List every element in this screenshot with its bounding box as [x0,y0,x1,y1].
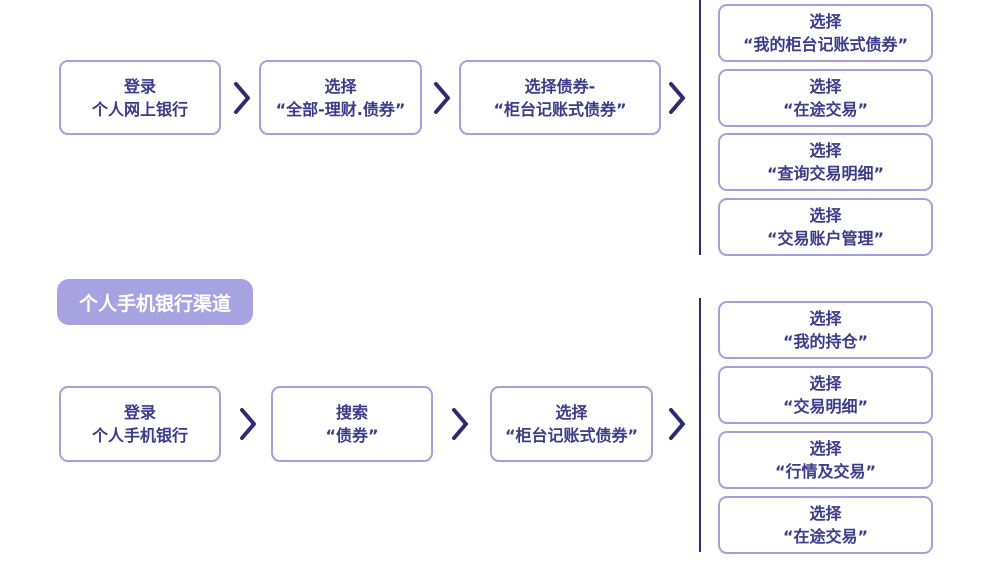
option-label: 选择 [809,504,842,523]
online-option-account-mgmt: 选择 “交易账户管理” [718,198,933,256]
option-label: 选择 [809,12,842,31]
option-label: 选择 [809,77,842,96]
online-step-login: 登录 个人网上银行 [59,60,221,135]
branch-divider [699,298,701,552]
option-detail: “交易账户管理” [766,229,885,248]
option-detail: “我的柜台记账式债券” [742,35,909,54]
mobile-step-login: 登录 个人手机银行 [59,386,221,462]
online-option-query-details: 选择 “查询交易明细” [718,133,933,191]
mobile-channel-label: 个人手机银行渠道 [57,279,253,325]
chevron-right-icon [231,80,253,116]
mobile-option-holdings: 选择 “我的持仓” [718,301,933,359]
option-detail: “在途交易” [782,100,869,119]
step-detail: 个人网上银行 [91,99,188,119]
step-detail: 个人手机银行 [91,426,188,445]
mobile-step-counter-bonds: 选择 “柜台记账式债券” [490,386,653,462]
branch-divider [699,0,701,255]
option-label: 选择 [809,141,842,160]
chevron-right-icon [666,406,688,442]
step-label: 登录 [123,76,156,96]
step-detail: “债券” [325,426,379,445]
option-label: 选择 [809,374,842,393]
chevron-right-icon [449,406,471,442]
option-detail: “我的持仓” [782,332,869,351]
option-label: 选择 [809,309,842,328]
step-label: 登录 [123,403,156,422]
online-option-pending: 选择 “在途交易” [718,69,933,127]
step-detail: “柜台记账式债券” [504,426,639,445]
option-label: 选择 [809,206,842,225]
chevron-right-icon [237,406,259,442]
online-step-counter-bonds: 选择债券- “柜台记账式债券” [459,60,661,135]
step-label: 搜索 [335,403,368,422]
step-label: 选择 [324,76,357,96]
mobile-option-quotes-trade: 选择 “行情及交易” [718,431,933,489]
step-detail: “柜台记账式债券” [493,99,627,119]
step-label: 选择债券- [524,76,596,96]
option-label: 选择 [809,439,842,458]
mobile-option-trade-details: 选择 “交易明细” [718,366,933,424]
online-option-my-bonds: 选择 “我的柜台记账式债券” [718,4,933,62]
chevron-right-icon [666,80,688,116]
step-detail: “全部-理财.债券” [275,99,406,119]
online-step-select-bonds: 选择 “全部-理财.债券” [259,60,422,135]
option-detail: “行情及交易” [774,462,877,481]
mobile-option-pending: 选择 “在途交易” [718,496,933,554]
option-detail: “交易明细” [782,397,869,416]
chevron-right-icon [431,80,453,116]
step-label: 选择 [555,403,588,422]
option-detail: “在途交易” [782,527,869,546]
option-detail: “查询交易明细” [766,164,885,183]
mobile-step-search: 搜索 “债券” [271,386,433,462]
